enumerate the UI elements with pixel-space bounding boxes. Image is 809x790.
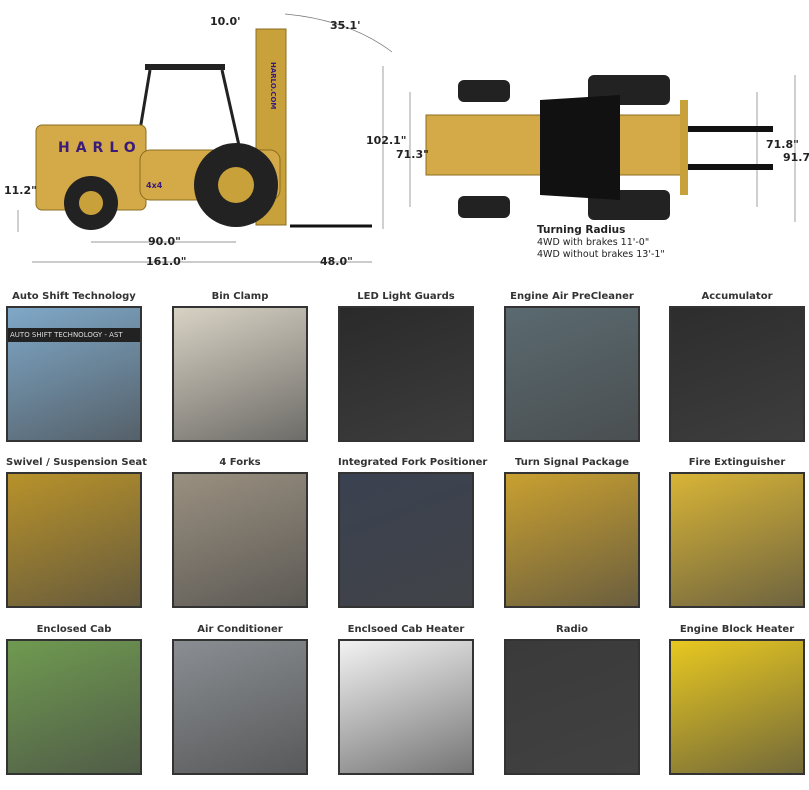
feature-card: 4 Forks bbox=[172, 457, 308, 608]
tilt-forward-dim: 35.1' bbox=[330, 19, 361, 32]
feature-card: Integrated Fork Positioner bbox=[338, 457, 488, 608]
feature-photo bbox=[669, 472, 805, 608]
brand-logo: HARLO bbox=[58, 140, 142, 156]
length-dim: 161.0" bbox=[146, 255, 187, 268]
feature-photo bbox=[338, 639, 474, 775]
feature-label: Air Conditioner bbox=[197, 624, 283, 635]
feature-photo bbox=[669, 306, 805, 442]
feature-label: Enclsoed Cab Heater bbox=[347, 624, 465, 635]
feature-label: Accumulator bbox=[701, 291, 773, 302]
feature-label: Radio bbox=[556, 624, 588, 635]
wheelbase-dim: 90.0" bbox=[148, 235, 181, 248]
dimension-diagram: HARLO 10.0' 35.1' 102.1" 11.2" 90.0" 161… bbox=[0, 0, 809, 270]
feature-photo bbox=[338, 472, 474, 608]
feature-card: Air Conditioner bbox=[172, 624, 308, 775]
feature-photo bbox=[504, 306, 640, 442]
turning-radius-without-brakes: 4WD without brakes 13'-1" bbox=[537, 249, 665, 260]
height-dim: 102.1" bbox=[366, 134, 407, 147]
side-view-forklift: HARLO bbox=[35, 28, 372, 230]
feature-label: LED Light Guards bbox=[357, 291, 455, 302]
feature-photo bbox=[504, 472, 640, 608]
forklift-drawings: HARLO bbox=[17, 13, 796, 263]
feature-label: Bin Clamp bbox=[211, 291, 269, 302]
feature-label: Auto Shift Technology bbox=[12, 291, 136, 302]
feature-photo bbox=[172, 472, 308, 608]
feature-card: Enclsoed Cab Heater bbox=[338, 624, 474, 775]
overall-width-dim: 91.7" bbox=[783, 151, 809, 164]
feature-label: Swivel / Suspension Seat bbox=[6, 457, 147, 468]
feature-label: Fire Extinguisher bbox=[688, 457, 786, 468]
feature-card: LED Light Guards bbox=[338, 291, 474, 442]
feature-card: Fire Extinguisher bbox=[669, 457, 805, 608]
feature-photo bbox=[504, 639, 640, 775]
feature-photo bbox=[6, 639, 142, 775]
feature-photo bbox=[172, 639, 308, 775]
feature-card: Engine Air PreCleaner bbox=[504, 291, 640, 442]
ast-sign: AUTO SHIFT TECHNOLOGY - AST bbox=[8, 328, 140, 342]
feature-card: Accumulator bbox=[669, 291, 805, 442]
ground-clearance-dim: 11.2" bbox=[4, 184, 37, 197]
feature-photo: AUTO SHIFT TECHNOLOGY - AST bbox=[6, 306, 142, 442]
tilt-back-dim: 10.0' bbox=[210, 15, 241, 28]
fork-length-dim: 48.0" bbox=[320, 255, 353, 268]
feature-label: 4 Forks bbox=[219, 457, 261, 468]
turning-radius-with-brakes: 4WD with brakes 11'-0" bbox=[537, 237, 650, 248]
badge-4x4: 4x4 bbox=[146, 181, 163, 190]
feature-photo bbox=[6, 472, 142, 608]
feature-label: Engine Air PreCleaner bbox=[510, 291, 634, 302]
feature-card: Swivel / Suspension Seat bbox=[6, 457, 147, 608]
feature-card: Radio bbox=[504, 624, 640, 775]
feature-card: Turn Signal Package bbox=[504, 457, 640, 608]
feature-label: Turn Signal Package bbox=[514, 457, 629, 468]
top-view-forklift bbox=[425, 75, 773, 220]
feature-card: Engine Block Heater bbox=[669, 624, 805, 775]
feature-card: Bin Clamp bbox=[172, 291, 308, 442]
feature-label: Enclosed Cab bbox=[36, 624, 112, 635]
mast-text: HARLO.COM bbox=[269, 62, 277, 110]
turning-radius-title: Turning Radius bbox=[537, 224, 626, 236]
turning-radius: Turning Radius 4WD with brakes 11'-0" 4W… bbox=[537, 224, 665, 261]
feature-label: Integrated Fork Positioner bbox=[338, 457, 488, 468]
feature-photo bbox=[338, 306, 474, 442]
feature-photo bbox=[669, 639, 805, 775]
front-width-dim: 71.8" bbox=[766, 138, 799, 151]
rear-width-dim: 71.3" bbox=[396, 148, 429, 161]
feature-card: Enclosed Cab bbox=[6, 624, 142, 775]
feature-photo bbox=[172, 306, 308, 442]
feature-label: Engine Block Heater bbox=[679, 624, 795, 635]
